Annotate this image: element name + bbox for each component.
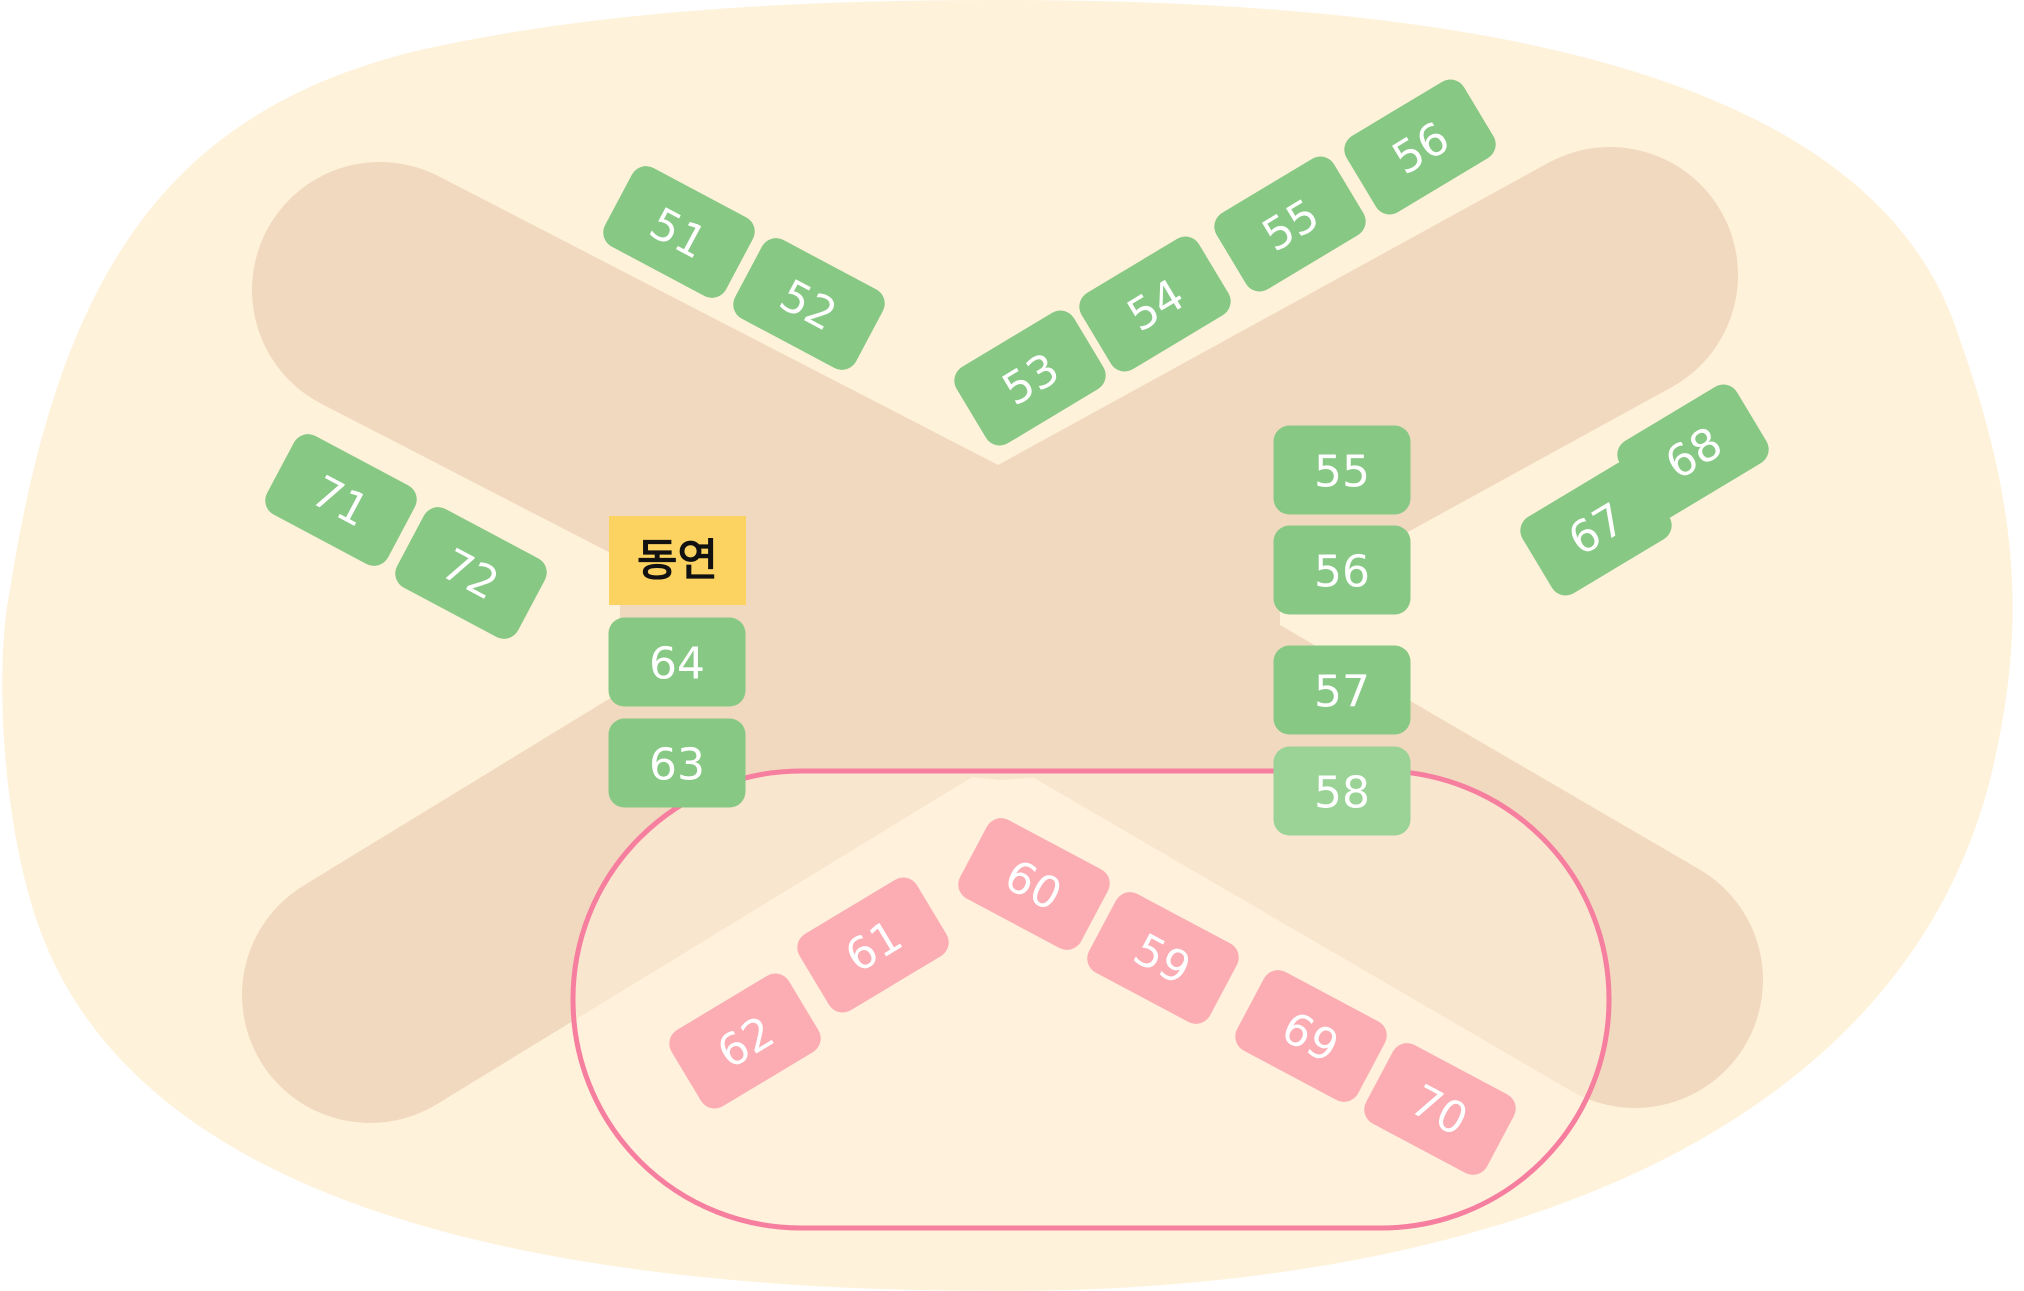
booth-tile-box	[669, 973, 821, 1109]
booth-tile-label: 64	[649, 639, 705, 690]
booth-tile-box	[954, 310, 1106, 446]
booth-tile-box	[1364, 1043, 1516, 1175]
marker-label: 동연	[637, 535, 718, 586]
booth-tile-56[interactable]: 56	[1273, 525, 1411, 615]
booth-tile-56[interactable]: 56	[1338, 74, 1501, 221]
booth-tile-71[interactable]: 71	[260, 429, 423, 572]
booth-tile-label: 63	[649, 740, 705, 791]
booth-tile-box	[603, 166, 755, 298]
booth-tile-59[interactable]: 59	[1082, 887, 1245, 1030]
booth-tile-55[interactable]: 55	[1208, 151, 1371, 298]
booth-tile-63[interactable]: 63	[608, 718, 746, 808]
booth-tile-61[interactable]: 61	[791, 872, 954, 1019]
booth-tiles: 5152535455567172646355565758676860596162…	[260, 74, 1774, 1181]
booth-tile-label: 58	[1314, 768, 1370, 819]
booth-tile-box	[608, 718, 746, 808]
marker-box	[609, 516, 746, 605]
booth-tile-box	[1079, 236, 1231, 372]
booth-tile-70[interactable]: 70	[1359, 1038, 1522, 1181]
booth-tile-box	[1273, 645, 1411, 735]
booth-tile-label: 55	[1314, 447, 1370, 498]
booth-tile-72[interactable]: 72	[390, 502, 553, 645]
booth-tile-box	[1235, 970, 1387, 1102]
booth-tile-label: 56	[1314, 547, 1370, 598]
booth-tile-box	[797, 877, 949, 1013]
booth-tile-box	[608, 617, 746, 707]
booth-tile-box	[1520, 460, 1672, 596]
booth-tile-54[interactable]: 54	[1073, 231, 1236, 378]
booth-tile-69[interactable]: 69	[1230, 965, 1393, 1108]
booth-tile-box	[1617, 384, 1769, 520]
booth-tile-62[interactable]: 62	[663, 968, 826, 1115]
road-junction	[620, 480, 1280, 780]
booth-tile-68[interactable]: 68	[1611, 379, 1774, 526]
booth-tile-label: 57	[1314, 667, 1370, 718]
booth-tile-53[interactable]: 53	[948, 305, 1111, 452]
booth-tile-64[interactable]: 64	[608, 617, 746, 707]
booth-tile-51[interactable]: 51	[598, 161, 761, 304]
booth-tile-58[interactable]: 58	[1273, 746, 1411, 836]
booth-tile-box	[265, 434, 417, 566]
booth-tile-box	[1344, 79, 1496, 215]
marker-dongyeon[interactable]: 동연	[609, 516, 746, 605]
booth-tile-box	[1087, 892, 1239, 1024]
booth-tile-67[interactable]: 67	[1514, 455, 1677, 602]
booth-tile-box	[395, 507, 547, 639]
booth-tile-box	[1273, 746, 1411, 836]
booth-tile-box	[1273, 425, 1411, 515]
booth-tile-box	[1273, 525, 1411, 615]
booth-tile-55[interactable]: 55	[1273, 425, 1411, 515]
highlight-zone	[570, 768, 1612, 1231]
booth-tile-box	[958, 818, 1110, 950]
booth-tile-57[interactable]: 57	[1273, 645, 1411, 735]
booth-tile-52[interactable]: 52	[728, 233, 891, 376]
booth-tile-box	[1214, 156, 1366, 292]
booth-tile-box	[733, 238, 885, 370]
booth-tile-60[interactable]: 60	[953, 813, 1116, 956]
